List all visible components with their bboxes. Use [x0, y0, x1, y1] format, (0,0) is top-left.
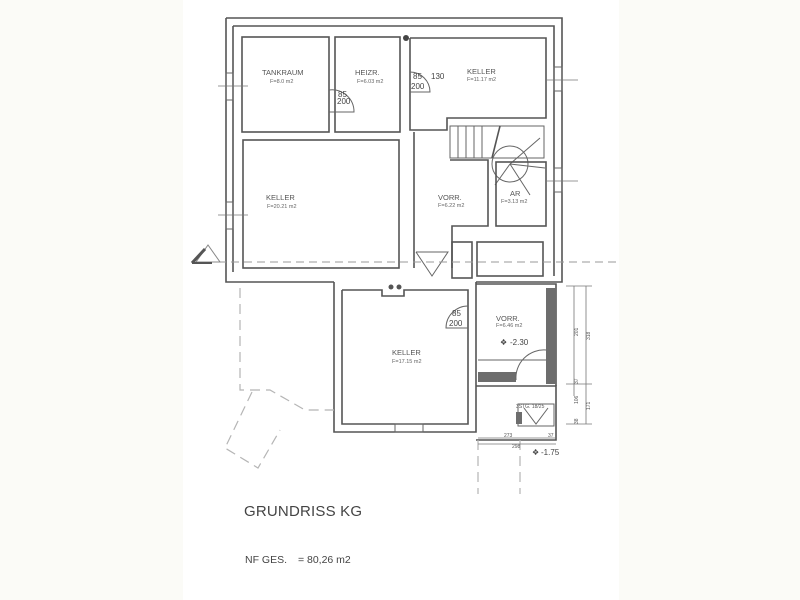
- svg-text:-2.30: -2.30: [510, 338, 529, 347]
- windows: [218, 66, 578, 230]
- svg-text:38: 38: [574, 418, 580, 424]
- room-heizraum-walls: [334, 36, 401, 133]
- svg-text:❖: ❖: [500, 338, 507, 347]
- room-area: F=6.03 m2: [357, 79, 383, 85]
- room-label: HEIZR.: [355, 68, 380, 77]
- stairs: [449, 125, 546, 196]
- svg-text:3STG. 18/25: 3STG. 18/25: [516, 404, 545, 410]
- dimension-chain-right: [478, 285, 592, 445]
- doors: [328, 71, 469, 329]
- dimension-labels: 318 201 37 171 106 38 273 37 298: [504, 327, 592, 450]
- total-area: NF GES. = 80,26 m2: [245, 554, 351, 566]
- room-label: VORR.: [438, 193, 462, 202]
- door-labels: 85 200 85 200 130 85 200: [337, 72, 463, 328]
- svg-text:37: 37: [548, 433, 554, 439]
- room-label: KELLER: [266, 193, 295, 202]
- room-ar-walls: [495, 161, 547, 227]
- svg-text:85: 85: [413, 72, 422, 81]
- room-keller-left-walls: [242, 139, 400, 269]
- room-label: AR: [510, 189, 521, 198]
- section-marker-icon: [190, 244, 221, 265]
- svg-text:85: 85: [452, 309, 461, 318]
- terrace-outline: [224, 288, 521, 494]
- room-label: KELLER: [392, 348, 421, 357]
- corridor-wall-right: [450, 159, 489, 268]
- svg-text:❖: ❖: [532, 448, 539, 457]
- svg-text:37: 37: [574, 378, 580, 384]
- room-area: F=3.13 m2: [501, 199, 527, 205]
- svg-text:-1.75: -1.75: [541, 448, 560, 457]
- room-area: F=6.22 m2: [438, 203, 464, 209]
- room-label: VORR.: [496, 314, 520, 323]
- svg-text:200: 200: [411, 82, 425, 91]
- svg-text:85: 85: [338, 90, 347, 99]
- svg-text:273: 273: [504, 433, 513, 439]
- room-area: F=6.46 m2: [496, 323, 522, 329]
- total-area-label: NF GES.: [245, 554, 288, 566]
- room-keller-top-walls: [409, 37, 547, 131]
- svg-text:171: 171: [586, 401, 592, 410]
- room-area: F=11.17 m2: [467, 77, 496, 83]
- room-labels: TANKRAUM F=8.0 m2 HEIZR. F=6.03 m2 KELLE…: [262, 67, 527, 365]
- room-tankraum-walls: [241, 36, 330, 133]
- outer-walls: [225, 17, 563, 283]
- svg-text:200: 200: [449, 319, 463, 328]
- svg-text:318: 318: [586, 331, 592, 340]
- svg-text:298: 298: [512, 444, 521, 450]
- room-area: F=8.0 m2: [270, 79, 293, 85]
- pipe-icon: [396, 284, 402, 290]
- lower-block: [333, 282, 477, 433]
- lower-right-block: [476, 283, 557, 441]
- room-area: F=20.21 m2: [267, 204, 297, 210]
- light-well-triangle: [415, 251, 449, 277]
- svg-text:106: 106: [574, 395, 580, 404]
- svg-text:130: 130: [431, 72, 445, 81]
- svg-text:201: 201: [574, 327, 580, 336]
- shaft-right: [476, 241, 544, 277]
- room-label: KELLER: [467, 67, 496, 76]
- pipe-icon: [388, 284, 394, 290]
- room-label: TANKRAUM: [262, 68, 304, 77]
- room-area: F=17.15 m2: [392, 359, 422, 365]
- svg-text:200: 200: [337, 97, 351, 106]
- pipe-icon: [403, 35, 409, 41]
- level-markers: ❖ -2.30 ❖ -1.75 3STG. 18/25: [500, 338, 560, 457]
- drawing-title: GRUNDRISS KG: [244, 503, 363, 520]
- shaft-left: [451, 241, 473, 279]
- total-area-value: = 80,26 m2: [297, 554, 351, 566]
